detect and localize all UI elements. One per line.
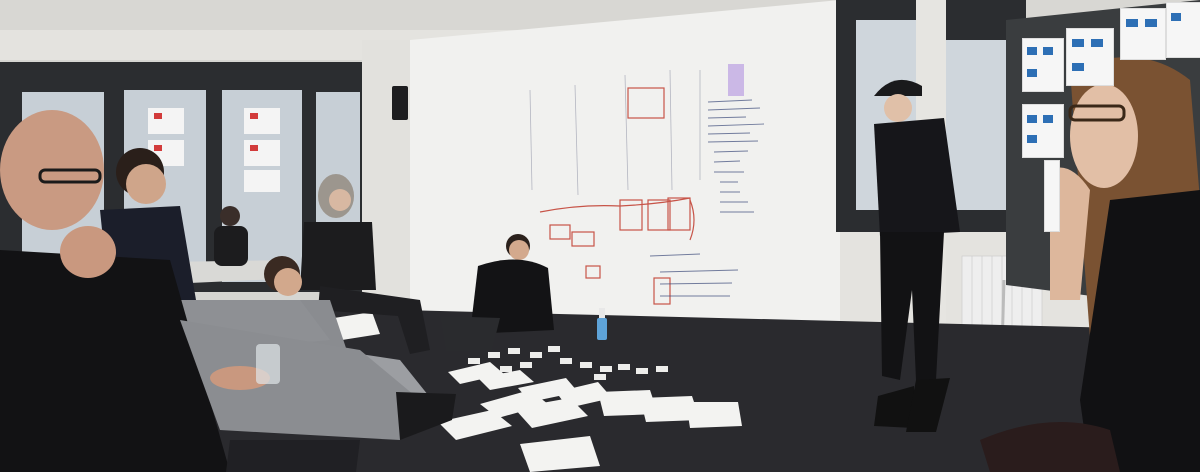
- spray-bottle-icon: [597, 308, 607, 340]
- speaker: [392, 86, 408, 120]
- pinboard-poster: [1120, 8, 1166, 60]
- pinboard-poster: [1022, 104, 1064, 158]
- person-bald-foreground: [0, 110, 456, 472]
- pinboard-poster: [1044, 160, 1060, 232]
- glasses-icon: [38, 168, 102, 184]
- sticky-note: [728, 64, 744, 96]
- window-posters: [148, 108, 280, 192]
- chair: [226, 440, 360, 472]
- whiteboard-notes: [649, 99, 765, 297]
- person-grey-haired: [300, 174, 430, 354]
- person-crouching: [440, 234, 554, 352]
- whiteboard-columns: [529, 69, 701, 196]
- whiteboard-diagram: [539, 87, 695, 305]
- pinboard-poster: [1022, 38, 1064, 92]
- person-woman-right: [980, 57, 1200, 472]
- pinboard-poster: [1166, 2, 1200, 58]
- person-standing-cap: [874, 79, 960, 432]
- floor-cards: [468, 346, 668, 380]
- pinboard-poster: [1066, 28, 1114, 86]
- floor-papers: [334, 312, 742, 472]
- cap-icon: [874, 79, 922, 96]
- right-window-pane-2: [946, 40, 1006, 210]
- person-far-left-seated: [214, 206, 248, 266]
